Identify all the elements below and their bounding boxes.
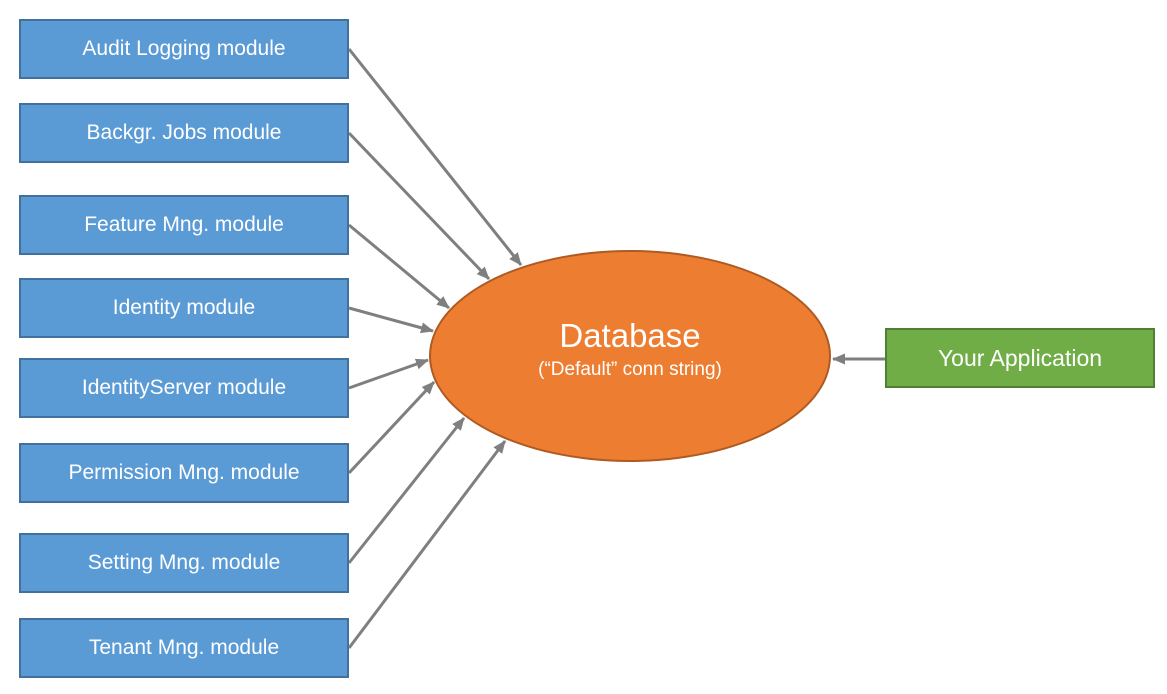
database-conn-string-subtitle: (“Default” conn string): [538, 358, 722, 380]
module-label: Audit Logging module: [82, 37, 286, 60]
arrow-audit-logging-to-database: [347, 48, 523, 266]
module-box-identityserver: IdentityServer module: [19, 358, 349, 418]
your-application-label: Your Application: [937, 344, 1103, 371]
arrow-permission-mng-to-database: [347, 380, 436, 475]
module-label: Feature Mng. module: [84, 213, 284, 236]
module-box-tenant-mng: Tenant Mng. module: [19, 618, 349, 678]
module-label: IdentityServer module: [81, 376, 287, 399]
module-label: Tenant Mng. module: [88, 636, 280, 659]
arrow-identity-to-database: [348, 306, 434, 334]
module-box-setting-mng: Setting Mng. module: [19, 533, 349, 593]
module-box-audit-logging: Audit Logging module: [19, 19, 349, 79]
module-box-feature-mng: Feature Mng. module: [19, 195, 349, 255]
module-label: Identity module: [112, 296, 256, 319]
arrow-identityserver-to-database: [348, 358, 429, 390]
module-label: Permission Mng. module: [68, 461, 300, 484]
your-application-box: Your Application: [885, 328, 1155, 388]
arrow-tenant-mng-to-database: [347, 440, 507, 649]
module-label: Backgr. Jobs module: [86, 121, 282, 144]
database-ellipse: Database (“Default” conn string): [429, 250, 831, 462]
module-box-permission-mng: Permission Mng. module: [19, 443, 349, 503]
arrow-feature-mng-to-database: [348, 223, 450, 310]
arrow-setting-mng-to-database: [347, 417, 466, 564]
module-label: Setting Mng. module: [87, 551, 281, 574]
database-title: Database: [559, 316, 701, 354]
module-box-identity: Identity module: [19, 278, 349, 338]
arrow-backgr-jobs-to-database: [347, 131, 491, 281]
module-box-backgr-jobs: Backgr. Jobs module: [19, 103, 349, 163]
